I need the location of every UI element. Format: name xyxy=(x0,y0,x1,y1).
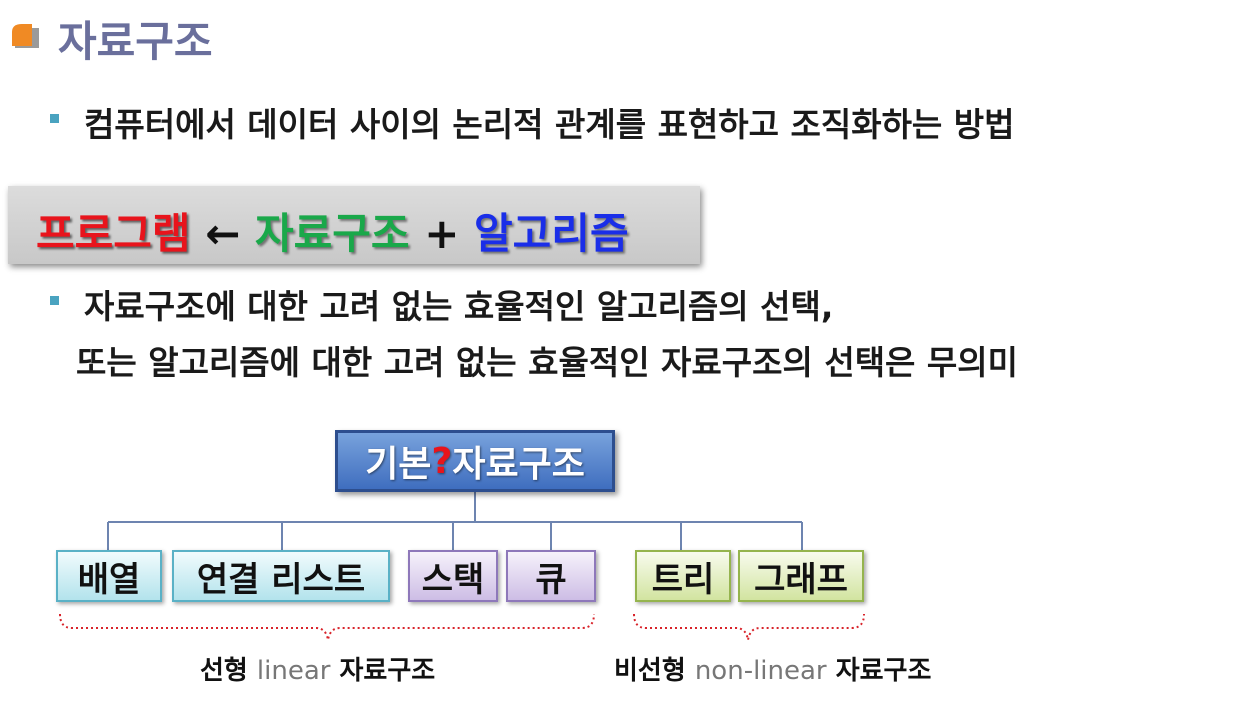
caption-linear-ko2: 자료구조 xyxy=(339,656,436,686)
caption-nonlinear-en: non-linear xyxy=(694,656,827,686)
root-node-basic-data-structure: 기본? 자료구조 xyxy=(335,430,615,492)
formula-program: 프로그램 xyxy=(36,209,191,258)
formula: 프로그램 ← 자료구조 + 알고리즘 xyxy=(36,200,629,261)
bullet-selection-line2: 또는 알고리즘에 대한 고려 없는 효율적인 자료구조의 선택은 무의미 xyxy=(76,343,1018,382)
formula-data-structure: 자료구조 xyxy=(255,209,410,258)
question-mark: ? xyxy=(431,440,453,482)
node-array: 배열 xyxy=(56,550,162,602)
bullet-marker xyxy=(50,296,59,305)
caption-nonlinear: 비선형 non-linear 자료구조 xyxy=(614,650,931,687)
root-label-a: 기본 xyxy=(365,444,432,485)
caption-nonlinear-ko2: 자료구조 xyxy=(835,656,932,686)
formula-algorithm: 알고리즘 xyxy=(474,209,629,258)
bullet-definition: 컴퓨터에서 데이터 사이의 논리적 관계를 표현하고 조직화하는 방법 xyxy=(84,105,1015,144)
node-graph: 그래프 xyxy=(738,550,864,602)
bullet-marker xyxy=(50,114,59,123)
caption-linear-ko1: 선형 xyxy=(200,656,248,686)
formula-banner xyxy=(8,186,700,264)
node-stack: 스택 xyxy=(408,550,498,602)
caption-linear: 선형 linear 자료구조 xyxy=(200,650,435,687)
root-label-b: 자료구조 xyxy=(452,444,585,485)
caption-nonlinear-ko1: 비선형 xyxy=(614,656,686,686)
node-tree: 트리 xyxy=(635,550,731,602)
node-queue: 큐 xyxy=(506,550,596,602)
formula-plus: + xyxy=(424,209,460,258)
title-bullet-icon xyxy=(12,24,39,48)
node-linked-list: 연결 리스트 xyxy=(172,550,390,602)
bullet-selection-line1: 자료구조에 대한 고려 없는 효율적인 알고리즘의 선택, xyxy=(84,287,834,326)
formula-arrow: ← xyxy=(205,209,241,258)
caption-linear-en: linear xyxy=(256,656,331,686)
page-title: 자료구조 xyxy=(58,17,213,66)
